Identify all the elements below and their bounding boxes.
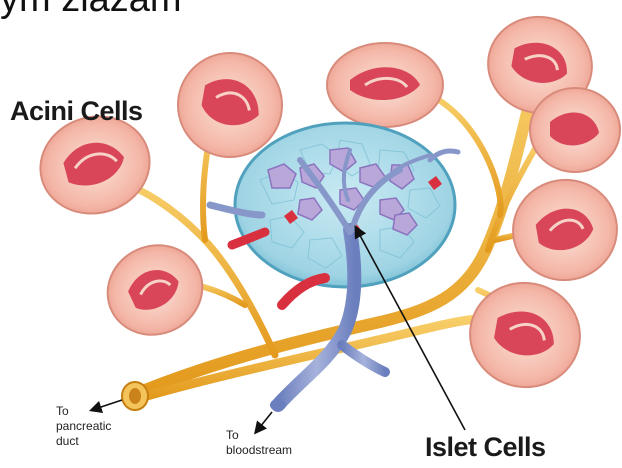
bloodstream-label: To bloodstream (226, 428, 292, 458)
pancreatic-duct-label: To pancreatic duct (56, 404, 111, 449)
duct-label-line-1: To (56, 404, 111, 419)
islet-cells-label: Islet Cells (425, 432, 546, 463)
acinus-6 (530, 88, 620, 172)
islet-of-langerhans (235, 123, 455, 287)
duct-lumen (129, 388, 141, 404)
vein-lower-branch (342, 345, 385, 372)
acinus-3 (93, 230, 217, 350)
cropped-header-text: ym zlazam (0, 0, 182, 21)
blood-label-line-1: To (226, 428, 292, 443)
blood-label-line-2: bloodstream (226, 443, 292, 458)
vein-opening (270, 399, 286, 411)
artery-lower (282, 278, 325, 305)
duct-label-line-2: pancreatic (56, 419, 111, 434)
vein-branch-5 (430, 151, 458, 160)
acinus-7 (505, 172, 622, 289)
duct-label-line-3: duct (56, 434, 111, 449)
acinus-4 (327, 43, 443, 127)
acini-cells-label: Acini Cells (10, 96, 143, 127)
